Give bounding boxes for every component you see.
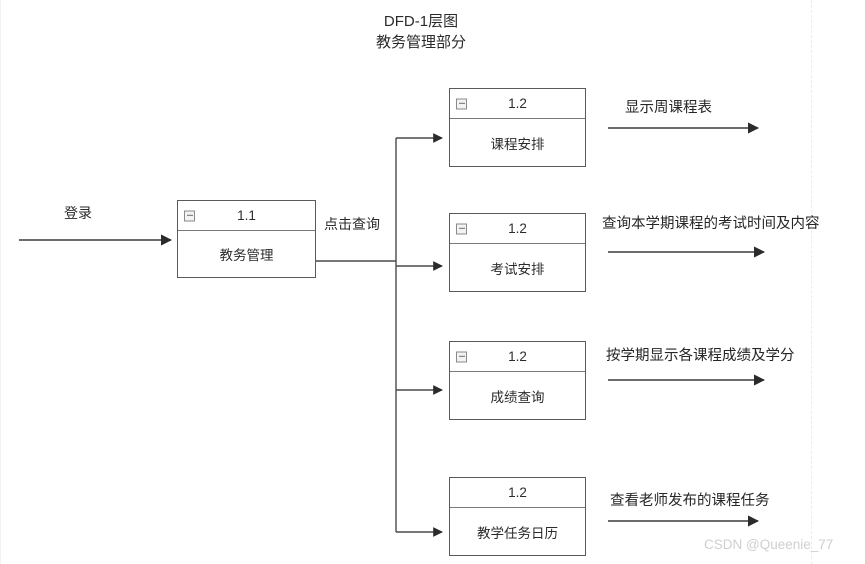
subprocess-node-3-header: 1.2 bbox=[450, 342, 585, 372]
subprocess-node-1[interactable]: 1.2 课程安排 bbox=[449, 88, 586, 167]
minus-box-icon[interactable] bbox=[184, 210, 195, 221]
subprocess-node-3-id: 1.2 bbox=[508, 349, 527, 364]
flow-label-login: 登录 bbox=[64, 205, 92, 221]
subprocess-node-4[interactable]: 1.2 教学任务日历 bbox=[449, 477, 586, 556]
subprocess-node-3-body: 成绩查询 bbox=[490, 389, 545, 405]
subprocess-node-2[interactable]: 1.2 考试安排 bbox=[449, 213, 586, 292]
output-label-1: 显示周课程表 bbox=[625, 100, 712, 116]
subprocess-node-2-id: 1.2 bbox=[508, 221, 527, 236]
subprocess-node-3[interactable]: 1.2 成绩查询 bbox=[449, 341, 586, 420]
process-node-1-1-header: 1.1 bbox=[178, 201, 315, 231]
subprocess-node-1-header: 1.2 bbox=[450, 89, 585, 119]
page-guide-line bbox=[811, 0, 812, 564]
subprocess-node-4-body: 教学任务日历 bbox=[477, 525, 558, 541]
minus-box-icon[interactable] bbox=[456, 98, 467, 109]
subprocess-node-2-header: 1.2 bbox=[450, 214, 585, 244]
minus-box-icon[interactable] bbox=[456, 223, 467, 234]
subprocess-node-4-id: 1.2 bbox=[508, 485, 527, 500]
watermark: CSDN @Queenie_77 bbox=[704, 537, 834, 552]
flow-label-click-query: 点击查询 bbox=[324, 216, 380, 232]
output-label-3: 按学期显示各课程成绩及学分 bbox=[606, 348, 795, 364]
output-label-4: 查看老师发布的课程任务 bbox=[610, 493, 770, 509]
output-label-2: 查询本学期课程的考试时间及内容 bbox=[602, 216, 820, 232]
process-node-1-1[interactable]: 1.1 教务管理 bbox=[177, 200, 316, 278]
process-node-1-1-id: 1.1 bbox=[237, 208, 256, 223]
subprocess-node-1-body: 课程安排 bbox=[490, 136, 545, 152]
subprocess-node-1-id: 1.2 bbox=[508, 96, 527, 111]
subprocess-node-2-body: 考试安排 bbox=[490, 261, 545, 277]
diagram-title: DFD-1层图 教务管理部分 bbox=[375, 13, 466, 51]
minus-box-icon[interactable] bbox=[456, 351, 467, 362]
process-node-1-1-body: 教务管理 bbox=[219, 248, 274, 263]
subprocess-node-4-header: 1.2 bbox=[450, 478, 585, 508]
